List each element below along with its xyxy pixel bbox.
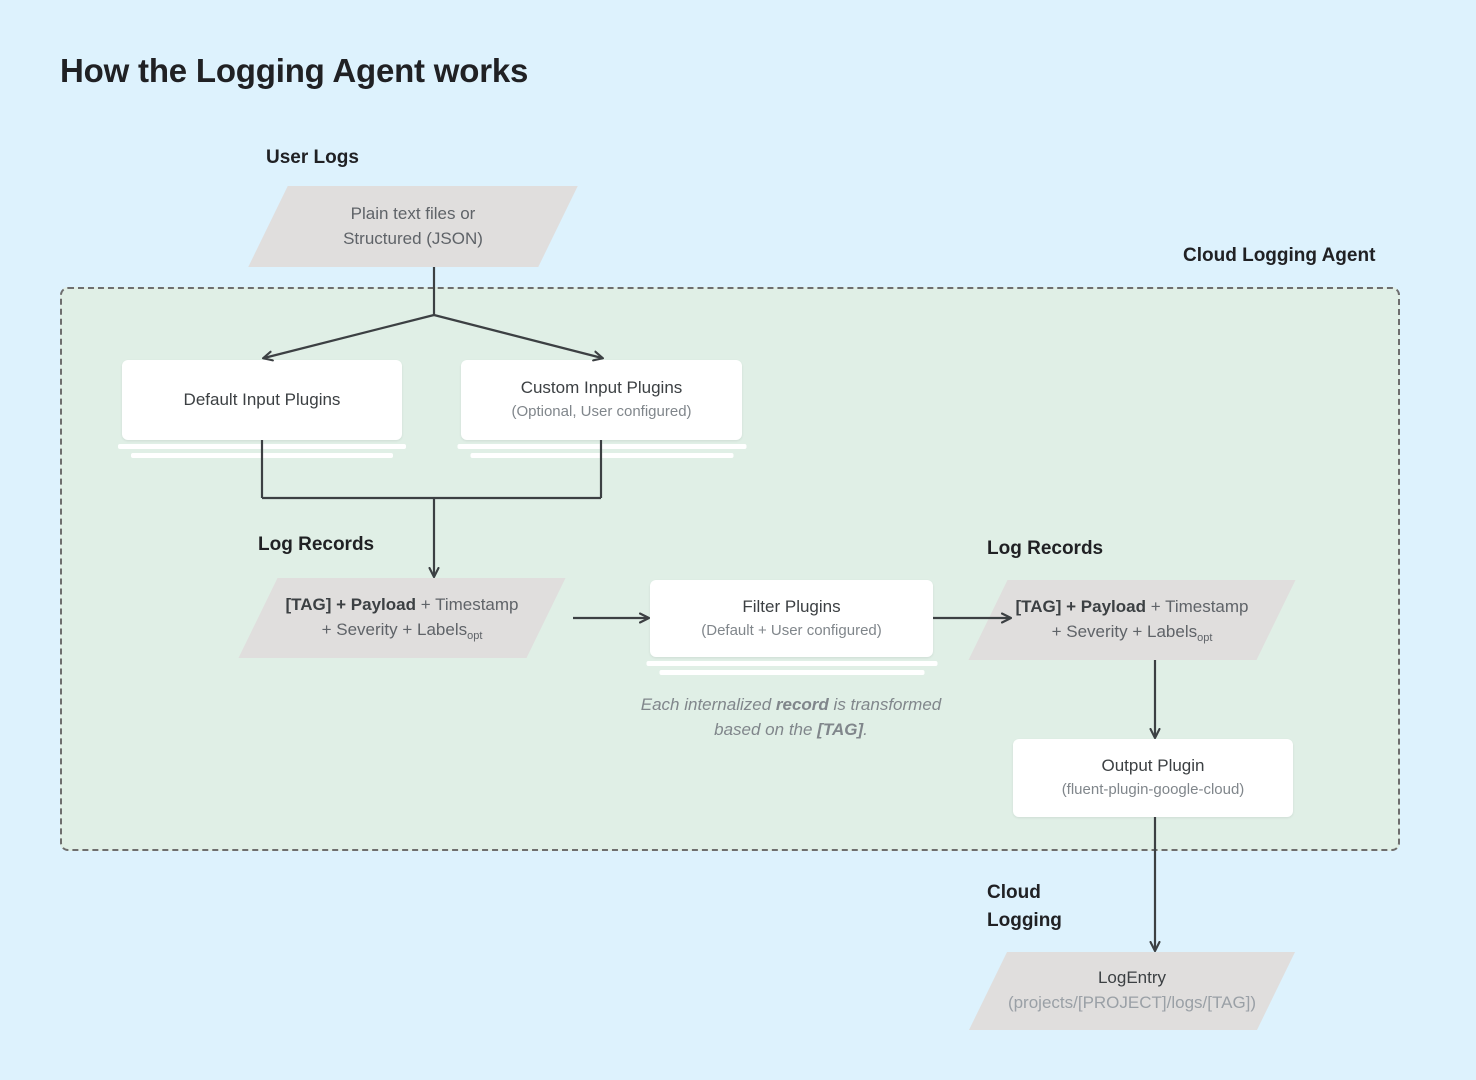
- page-title: How the Logging Agent works: [60, 52, 529, 89]
- filter-plugins-subtitle: (Default + User configured): [701, 621, 882, 639]
- caption-cloud-logging: Cloud Logging: [987, 882, 1062, 931]
- caption-log-records-right: Log Records: [987, 538, 1104, 559]
- node-user-logs-source[interactable]: Plain text files or Structured (JSON): [248, 186, 578, 267]
- note-transform-part2: is transformed based on the: [714, 695, 942, 739]
- custom-input-plugins-subtitle: (Optional, User configured): [511, 403, 692, 421]
- log-entry-subtitle: (projects/[PROJECT]/logs/[TAG]): [1007, 993, 1257, 1012]
- caption-log-records-left: Log Records: [258, 534, 375, 555]
- log-entry-title: LogEntry: [1097, 968, 1167, 988]
- node-user-logs-source-label: Plain text files or Structured (JSON): [327, 202, 499, 251]
- caption-user-logs: User Logs: [266, 147, 359, 168]
- filter-plugins-title: Filter Plugins: [742, 596, 841, 616]
- note-transform-record: record: [775, 695, 829, 714]
- log-record-left-plus: +: [331, 595, 351, 615]
- note-transform-tag: [TAG]: [817, 719, 864, 739]
- log-record-left-rest1: + Timestamp: [416, 595, 519, 615]
- node-log-record-right-label: [TAG] + Payload + Timestamp + Severity +…: [999, 595, 1264, 644]
- log-record-right-rest1: + Timestamp: [1146, 597, 1249, 617]
- log-record-right-sub: opt: [1197, 632, 1213, 644]
- node-default-input-plugins[interactable]: Default Input Plugins: [122, 360, 402, 440]
- log-record-right-tag: [TAG]: [1015, 597, 1062, 617]
- log-record-right-plus: +: [1061, 597, 1081, 617]
- node-log-entry-label: LogEntry (projects/[PROJECT]/logs/[TAG]): [992, 966, 1272, 1015]
- note-transform: Each internalized record is transformed …: [621, 693, 961, 742]
- output-plugin-subtitle: (fluent-plugin-google-cloud): [1061, 781, 1245, 799]
- note-transform-part3: .: [863, 719, 868, 739]
- caption-cloud-logging-agent: Cloud Logging Agent: [1183, 245, 1376, 266]
- log-record-left-sub: opt: [467, 630, 483, 642]
- log-record-left-rest2: + Severity + Labels: [321, 620, 468, 639]
- output-plugin-title: Output Plugin: [1101, 756, 1205, 776]
- node-filter-plugins[interactable]: Filter Plugins (Default + User configure…: [650, 580, 933, 657]
- node-custom-input-plugins[interactable]: Custom Input Plugins (Optional, User con…: [461, 360, 742, 440]
- log-record-left-tag: [TAG]: [285, 595, 332, 615]
- node-log-record-right[interactable]: [TAG] + Payload + Timestamp + Severity +…: [968, 580, 1296, 660]
- log-record-left-payload: Payload: [350, 595, 416, 615]
- user-logs-line-2: Structured (JSON): [343, 228, 483, 248]
- log-record-right-payload: Payload: [1080, 597, 1146, 617]
- node-output-plugin[interactable]: Output Plugin (fluent-plugin-google-clou…: [1013, 739, 1293, 817]
- custom-input-plugins-title: Custom Input Plugins: [520, 378, 683, 398]
- node-log-record-left[interactable]: [TAG] + Payload + Timestamp + Severity +…: [238, 578, 566, 658]
- note-transform-part1: Each internalized: [640, 695, 776, 714]
- user-logs-line-1: Plain text files or: [350, 203, 476, 223]
- default-input-plugins-title: Default Input Plugins: [183, 389, 341, 409]
- node-log-entry[interactable]: LogEntry (projects/[PROJECT]/logs/[TAG]): [968, 952, 1296, 1030]
- node-log-record-left-label: [TAG] + Payload + Timestamp + Severity +…: [269, 593, 534, 642]
- log-record-right-rest2: + Severity + Labels: [1051, 622, 1198, 641]
